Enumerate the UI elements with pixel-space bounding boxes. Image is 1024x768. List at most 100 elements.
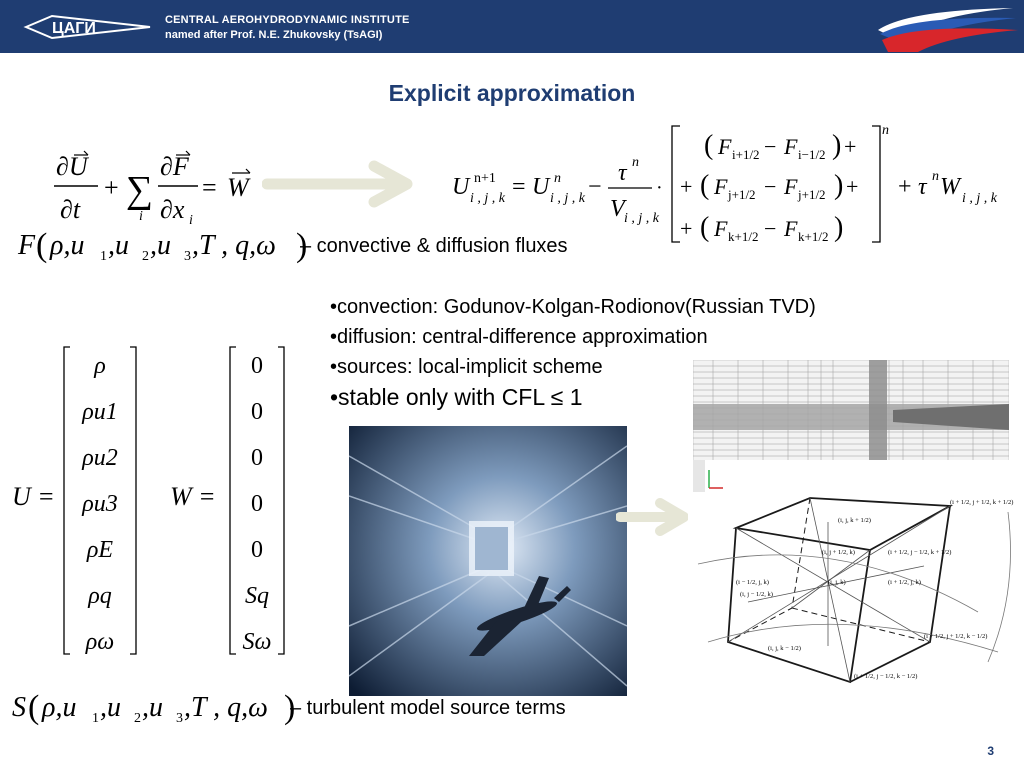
- svg-text:S: S: [12, 692, 26, 723]
- svg-text:(i, j, k): (i, j, k): [828, 579, 846, 586]
- svg-text:+: +: [680, 174, 692, 199]
- svg-text:j+1/2: j+1/2: [727, 187, 756, 202]
- svg-text:1: 1: [100, 249, 107, 264]
- svg-text:n: n: [554, 171, 561, 186]
- U-entry: ρ: [94, 353, 106, 379]
- source-function: S ( ρ,u 1 ,u 2 ,u 3 ,T , q,ω ): [12, 689, 295, 726]
- svg-text:n: n: [882, 123, 889, 138]
- U-entry: ρω: [85, 629, 115, 655]
- svg-text:,u: ,u: [108, 230, 129, 261]
- svg-text:(: (: [700, 170, 709, 201]
- svg-text:(i − 1/2, j, k): (i − 1/2, j, k): [736, 579, 769, 586]
- svg-text:): ): [834, 170, 843, 201]
- svg-text:−: −: [588, 174, 602, 200]
- conservation-equation: ∂U ∂t + ∑ i ∂F ∂x i = W: [54, 150, 251, 228]
- svg-text:F: F: [783, 216, 798, 241]
- svg-text:∂t: ∂t: [60, 195, 81, 224]
- svg-text:V: V: [610, 196, 627, 222]
- slide-title: Explicit approximation: [388, 80, 636, 106]
- W-label: W =: [170, 482, 216, 511]
- right-arrow-icon: [616, 498, 689, 536]
- svg-text:i , j , k: i , j , k: [470, 191, 506, 206]
- svg-text:+: +: [898, 174, 912, 200]
- svg-text:F: F: [717, 134, 732, 159]
- svg-text:∑: ∑: [126, 169, 153, 211]
- W-entry: Sq: [245, 583, 269, 609]
- svg-text:,u: ,u: [150, 230, 171, 261]
- svg-text:(: (: [700, 212, 709, 243]
- U-label: U =: [12, 482, 55, 511]
- svg-text:(: (: [28, 689, 39, 726]
- svg-text:i−1/2: i−1/2: [798, 147, 826, 162]
- svg-text:∂U: ∂U: [56, 152, 90, 181]
- svg-text:n: n: [632, 155, 639, 170]
- svg-text:i+1/2: i+1/2: [732, 147, 760, 162]
- explicit-scheme-equation: U n+1 i , j , k = U n i , j , k − τ n V …: [452, 123, 998, 244]
- W-entry: 0: [251, 353, 263, 379]
- svg-text:k+1/2: k+1/2: [728, 229, 758, 244]
- svg-text:i: i: [139, 209, 143, 224]
- W-entry: 0: [251, 445, 263, 471]
- svg-text:): ): [834, 212, 843, 243]
- svg-text:,u: ,u: [100, 692, 121, 723]
- svg-text:2: 2: [134, 711, 141, 726]
- svg-text:(: (: [36, 227, 47, 264]
- svg-text:τ: τ: [618, 160, 628, 186]
- svg-text:i: i: [189, 213, 193, 228]
- svg-text:·: ·: [656, 177, 663, 199]
- svg-text:j+1/2: j+1/2: [797, 187, 826, 202]
- svg-text:): ): [296, 227, 307, 264]
- svg-text:ЦАГИ: ЦАГИ: [52, 20, 96, 37]
- svg-text:+: +: [846, 174, 858, 199]
- svg-text:+: +: [844, 134, 856, 159]
- svg-text:=: =: [202, 173, 217, 202]
- svg-text:(i + 1/2, j − 1/2, k + 1/2): (i + 1/2, j − 1/2, k + 1/2): [888, 549, 951, 556]
- W-entry: 0: [251, 537, 263, 563]
- U-entry: ρE: [86, 537, 114, 563]
- svg-text:1: 1: [92, 711, 99, 726]
- svg-text:i , j , k: i , j , k: [624, 211, 660, 226]
- U-vector-brackets: [63, 346, 137, 655]
- svg-text:−: −: [764, 216, 776, 241]
- svg-text:U: U: [452, 174, 471, 200]
- svg-text:F: F: [713, 174, 728, 199]
- U-entry: ρu2: [82, 445, 118, 471]
- svg-text:k+1/2: k+1/2: [798, 229, 828, 244]
- flux-function: F ( ρ,u 1 ,u 2 ,u 3 ,T , q,ω ): [17, 227, 307, 264]
- svg-text:+: +: [680, 216, 692, 241]
- method-bullet-list: •convection: Godunov-Kolgan-Rodionov(Rus…: [330, 292, 816, 412]
- svg-text:ρ,u: ρ,u: [49, 230, 84, 261]
- svg-text:τ: τ: [918, 174, 928, 200]
- svg-text:+: +: [104, 173, 119, 202]
- svg-text:3: 3: [184, 249, 191, 264]
- svg-text:): ): [284, 689, 295, 726]
- cfd-mesh-image: [693, 360, 1009, 496]
- svg-text:2: 2: [142, 249, 149, 264]
- control-volume-cell-diagram: (i + 1/2, j + 1/2, k + 1/2) (i, j, k + 1…: [688, 492, 1024, 686]
- svg-text:(i, j, k + 1/2): (i, j, k + 1/2): [838, 517, 871, 524]
- institute-name: CENTRAL AEROHYDRODYNAMIC INSTITUTE: [165, 14, 410, 26]
- svg-text:(i, j + 1/2, k): (i, j + 1/2, k): [822, 549, 855, 556]
- svg-text:(i, j − 1/2, k): (i, j − 1/2, k): [740, 591, 773, 598]
- page-number: 3: [987, 744, 994, 758]
- U-vector-entries: ρ ρu1 ρu2 ρu3 ρE ρq ρω: [66, 343, 134, 665]
- U-entry: ρu1: [82, 399, 118, 425]
- svg-text:∂x: ∂x: [160, 195, 185, 224]
- wind-tunnel-photo: [349, 426, 627, 696]
- W-vector-entries: 0 0 0 0 0 Sq Sω: [232, 343, 282, 665]
- svg-text:,T , q,ω: ,T , q,ω: [184, 692, 268, 723]
- svg-text:n+1: n+1: [474, 171, 496, 186]
- svg-text:(i + 1/2, j + 1/2, k + 1/2): (i + 1/2, j + 1/2, k + 1/2): [950, 499, 1013, 506]
- svg-text:(i + 1/2, j − 1/2, k − 1/2): (i + 1/2, j − 1/2, k − 1/2): [854, 673, 917, 680]
- svg-text:(: (: [704, 130, 713, 161]
- svg-text:,T , q,ω: ,T , q,ω: [192, 230, 276, 261]
- svg-text:,u: ,u: [142, 692, 163, 723]
- bullet-convection: •convection: Godunov-Kolgan-Rodionov(Rus…: [330, 296, 816, 318]
- U-entry: ρq: [88, 583, 112, 609]
- flux-label: – convective & diffusion fluxes: [300, 235, 568, 257]
- W-entry: 0: [251, 399, 263, 425]
- svg-text:−: −: [764, 174, 776, 199]
- svg-text:i , j , k: i , j , k: [550, 191, 586, 206]
- U-entry: ρu3: [82, 491, 118, 517]
- svg-text:(i, j, k − 1/2): (i, j, k − 1/2): [768, 645, 801, 652]
